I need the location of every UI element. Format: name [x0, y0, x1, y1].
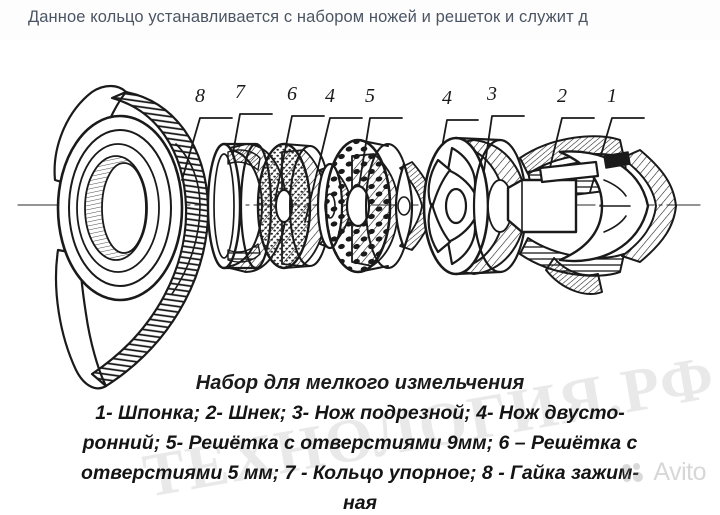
part-8-clamping-nut	[53, 84, 210, 390]
screenshot-root: Данное кольцо устанавливается с набором …	[0, 8, 720, 514]
caption-line-4: ная	[342, 492, 378, 514]
part-3-cutting-knife	[422, 136, 528, 276]
callout-number: 2	[557, 85, 567, 107]
callout-leader-line	[544, 117, 595, 189]
part-5-coarse-plate	[324, 138, 411, 274]
callout-number: 4	[325, 85, 335, 107]
part-6-fine-plate	[256, 142, 331, 270]
callout-number: 7	[235, 81, 246, 103]
top-description-text: Данное кольцо устанавливается с набором …	[28, 8, 589, 26]
part-1-key	[506, 151, 631, 234]
caption-line-3: отверстиями 5 мм; 7 - Кольцо упорное; 8 …	[81, 462, 639, 484]
assembly-drawing-svg: 8 7 6 4 5 4 3 2 1	[17, 81, 701, 390]
figure-title: Набор для мелкого измельчения	[195, 372, 525, 394]
callout-number: 5	[365, 85, 375, 107]
caption-line-2: ронний; 5- Решётка с отверстиями 9мм; 6 …	[82, 432, 638, 454]
callout-number: 8	[195, 85, 205, 107]
callout-2-7: 2	[544, 85, 595, 189]
exploded-assembly-figure: 8 7 6 4 5 4 3 2 1	[0, 40, 720, 514]
drawing-ink: 8 7 6 4 5 4 3 2 1	[17, 81, 701, 390]
caption-line-1: 1- Шпонка; 2- Шнек; 3- Нож подрезной; 4-…	[95, 402, 625, 424]
callout-number: 6	[287, 83, 297, 105]
callout-number: 1	[607, 85, 617, 107]
callout-number: 4	[442, 87, 452, 109]
callout-number: 3	[486, 83, 497, 105]
